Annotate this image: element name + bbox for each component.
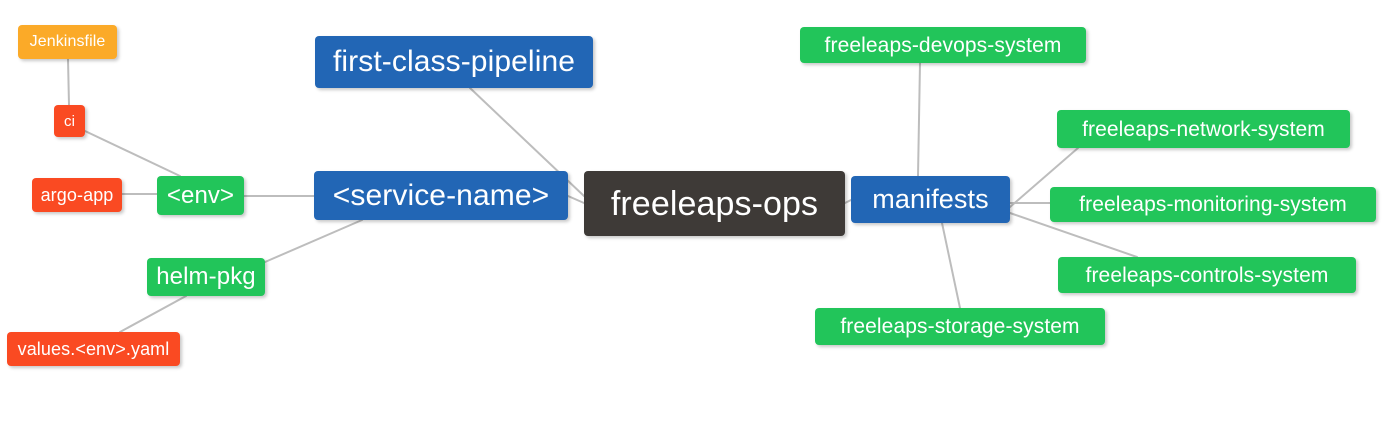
node-label: Jenkinsfile (29, 33, 106, 50)
node-label: helm-pkg (156, 263, 256, 290)
node-label: freeleaps-storage-system (840, 315, 1080, 338)
node-first-class-pipeline[interactable]: first-class-pipeline (315, 36, 593, 88)
node-label: values.<env>.yaml (17, 339, 170, 359)
node-values-env-yaml[interactable]: values.<env>.yaml (7, 332, 180, 366)
node-label: freeleaps-devops-system (824, 33, 1062, 57)
node-freeleaps-ops[interactable]: freeleaps-ops (584, 171, 845, 236)
edge-freeleaps-ops-to-service-name (567, 195, 585, 204)
edge-manifests-to-freeleaps-storage-system (941, 222, 961, 309)
node-ci[interactable]: ci (54, 105, 85, 137)
node-freeleaps-network-system[interactable]: freeleaps-network-system (1057, 110, 1350, 148)
node-env[interactable]: <env> (157, 176, 244, 215)
edge-helm-pkg-to-values-env-yaml (119, 295, 187, 333)
node-label: <service-name> (332, 178, 550, 212)
node-argo-app[interactable]: argo-app (32, 178, 122, 212)
edge-ci-to-jenkinsfile (67, 58, 70, 106)
node-label: manifests (872, 184, 989, 214)
edge-manifests-to-freeleaps-devops-system (917, 62, 921, 177)
node-service-name[interactable]: <service-name> (314, 171, 568, 220)
edge-env-to-ci (84, 130, 181, 177)
node-label: argo-app (40, 185, 114, 205)
node-label: freeleaps-monitoring-system (1079, 193, 1347, 216)
node-manifests[interactable]: manifests (851, 176, 1010, 223)
node-freeleaps-storage-system[interactable]: freeleaps-storage-system (815, 308, 1105, 345)
node-label: freeleaps-controls-system (1085, 263, 1329, 287)
node-label: first-class-pipeline (332, 45, 576, 78)
node-label: <env> (166, 181, 235, 209)
node-freeleaps-monitoring-system[interactable]: freeleaps-monitoring-system (1050, 187, 1376, 222)
node-label: freeleaps-network-system (1082, 117, 1325, 141)
node-freeleaps-devops-system[interactable]: freeleaps-devops-system (800, 27, 1086, 63)
node-label: ci (63, 112, 76, 130)
node-label: freeleaps-ops (610, 184, 819, 223)
node-freeleaps-controls-system[interactable]: freeleaps-controls-system (1058, 257, 1356, 293)
node-helm-pkg[interactable]: helm-pkg (147, 258, 265, 296)
node-jenkinsfile[interactable]: Jenkinsfile (18, 25, 117, 59)
edge-service-name-to-helm-pkg (264, 219, 363, 263)
